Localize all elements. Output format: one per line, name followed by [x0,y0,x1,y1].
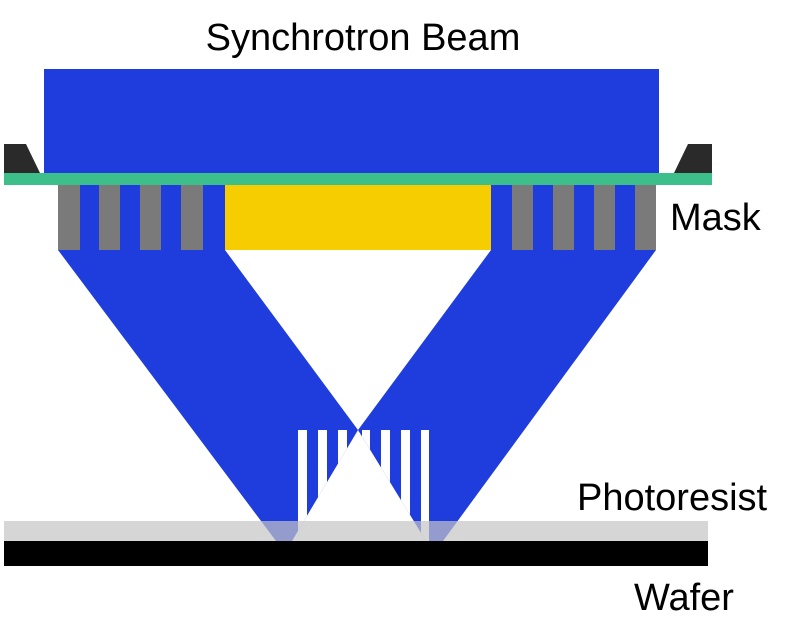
photoresist-layer [4,521,708,541]
mask-frame-right [674,144,712,173]
right-grating [491,185,656,250]
left-grating [58,185,225,250]
photoresist-label: Photoresist [577,477,768,519]
mask-label: Mask [670,197,762,239]
mask-membrane [4,173,712,185]
diffracted-beam-left [58,250,358,541]
wafer-label: Wafer [634,577,734,619]
mask-frame-left [4,144,40,173]
beam-label: Synchrotron Beam [206,17,521,59]
incident-beam [44,69,659,173]
wafer [4,541,708,566]
absorber-block [225,185,491,250]
diffracted-beam-right [358,250,656,541]
